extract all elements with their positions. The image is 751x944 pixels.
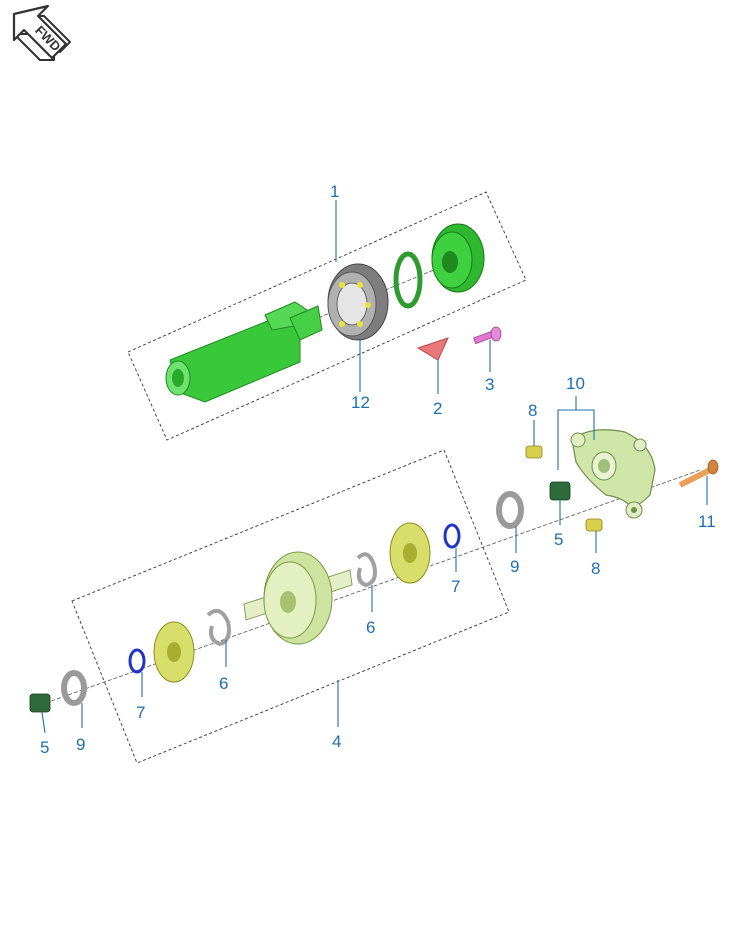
- thrust-washer-right-part: [496, 491, 524, 529]
- lower-gear-shaft-part: [243, 551, 353, 645]
- callout-8-upper: 8: [528, 401, 537, 420]
- lower-left-gear-part: [153, 621, 195, 683]
- dowel-pin-lower-part: [585, 518, 603, 532]
- callout-9-left: 9: [76, 735, 85, 754]
- callout-4: 4: [332, 732, 341, 751]
- callout-10: 10: [566, 374, 585, 393]
- spring-left-part: [206, 608, 231, 647]
- drive-shaft-part: [165, 301, 323, 403]
- callout-12: 12: [351, 393, 370, 412]
- group-1-boundary: [127, 191, 527, 441]
- snap-ring-part: [393, 251, 423, 309]
- thrust-washer-left-part: [61, 670, 87, 706]
- callout-5-left: 5: [40, 738, 49, 757]
- lower-axis-line: [39, 469, 701, 706]
- callout-8-lower: 8: [591, 559, 600, 578]
- lower-right-gear-part: [389, 522, 431, 584]
- cover-bolt-part: [678, 459, 719, 488]
- dowel-pin-upper-part: [525, 445, 543, 459]
- upper-drive-gear-part: [431, 223, 485, 293]
- lock-plate-part: [416, 337, 449, 361]
- circlip-left-part: [128, 648, 146, 674]
- callout-1: 1: [330, 182, 339, 201]
- group-4-boundary: [71, 449, 510, 764]
- gear-cover-part: [570, 429, 656, 519]
- callout-6-right: 6: [366, 618, 375, 637]
- callout-9-right: 9: [510, 557, 519, 576]
- callout-11: 11: [698, 512, 716, 531]
- callout-7-right: 7: [451, 577, 460, 596]
- fwd-arrow-icon: FWD: [12, 4, 71, 61]
- leader-5a: [41, 711, 46, 734]
- callout-2: 2: [433, 399, 442, 418]
- pink-bolt-part: [473, 326, 502, 345]
- callout-3: 3: [485, 375, 494, 394]
- bushing-left-part: [29, 693, 51, 713]
- callout-5-right: 5: [554, 530, 563, 549]
- callout-7-left: 7: [136, 703, 145, 722]
- spring-right-part: [356, 552, 377, 588]
- circlip-right-part: [443, 523, 461, 549]
- bushing-right-part: [549, 481, 571, 501]
- callout-6-left: 6: [219, 674, 228, 693]
- ball-bearing-part: [327, 263, 389, 341]
